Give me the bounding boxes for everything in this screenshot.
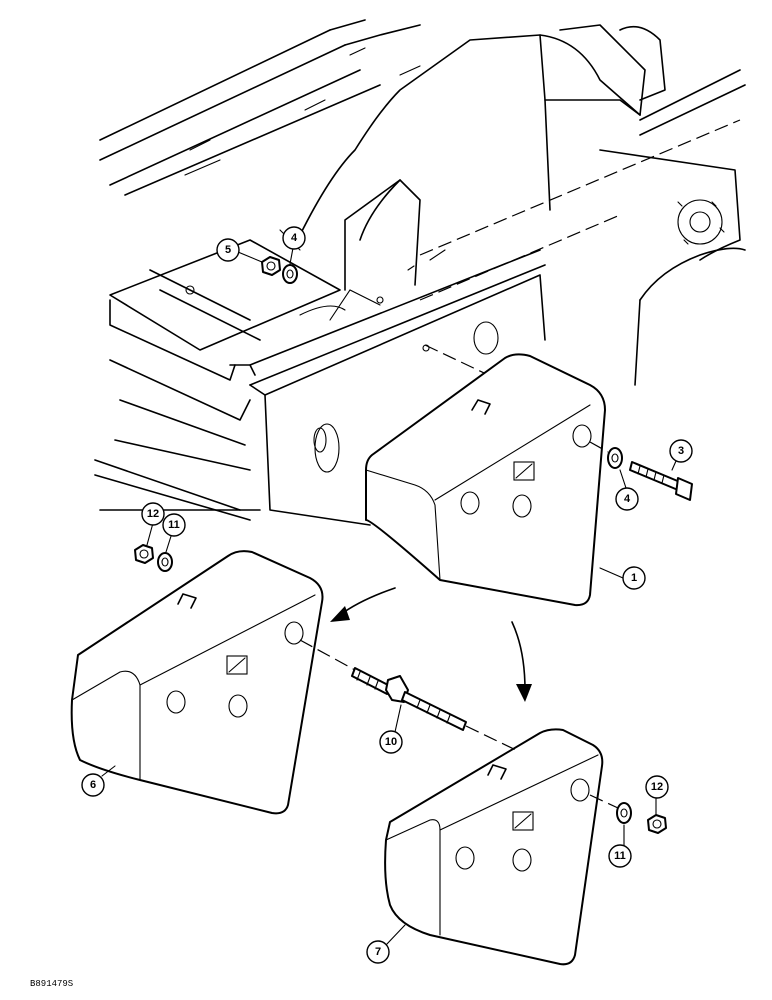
callout-12-right-label: 12 — [651, 781, 663, 793]
counterweight-1 — [365, 353, 606, 607]
callout-5-label: 5 — [225, 244, 231, 256]
callout-4-right-label: 4 — [624, 493, 631, 505]
arrow-to-left-weight — [330, 587, 396, 622]
stud-10 — [299, 639, 521, 753]
callout-3: 3 — [669, 439, 693, 463]
callout-11-right-label: 11 — [614, 850, 626, 862]
callout-4-top-label: 4 — [291, 232, 298, 244]
callout-1-label: 1 — [631, 572, 637, 584]
callout-10-label: 10 — [385, 736, 397, 748]
movement-arrows — [330, 587, 532, 702]
washer-4-top — [282, 264, 298, 284]
washer-11-left — [157, 552, 173, 572]
callout-10: 10 — [379, 730, 403, 754]
figure-code: B891479S — [30, 979, 73, 989]
nut-12-right — [647, 814, 667, 834]
counterweight-7 — [384, 728, 604, 966]
counterweight-6 — [70, 550, 324, 815]
callout-4-right: 4 — [615, 487, 639, 511]
callout-12-right: 12 — [645, 775, 669, 799]
washer-11-right — [616, 802, 632, 824]
callout-6-label: 6 — [90, 779, 96, 791]
callout-11-right: 11 — [608, 844, 632, 868]
callout-12-left: 12 — [141, 502, 165, 526]
hardware — [134, 256, 693, 834]
callout-11-left-label: 11 — [168, 519, 180, 531]
callout-3-label: 3 — [678, 445, 684, 457]
callout-12-left-label: 12 — [147, 508, 159, 520]
callout-6: 6 — [81, 773, 105, 797]
washer-4-right — [607, 447, 623, 469]
nut-12-left — [134, 544, 154, 564]
callout-7: 7 — [366, 940, 390, 964]
nut-5-top — [261, 256, 281, 276]
callout-1: 1 — [622, 566, 646, 590]
arrow-to-right-weight — [511, 621, 532, 702]
bolt-3 — [629, 461, 693, 501]
callout-7-label: 7 — [375, 946, 381, 958]
callout-4-top: 4 — [282, 226, 306, 250]
callout-11-left: 11 — [162, 513, 186, 537]
callout-5: 5 — [216, 238, 240, 262]
